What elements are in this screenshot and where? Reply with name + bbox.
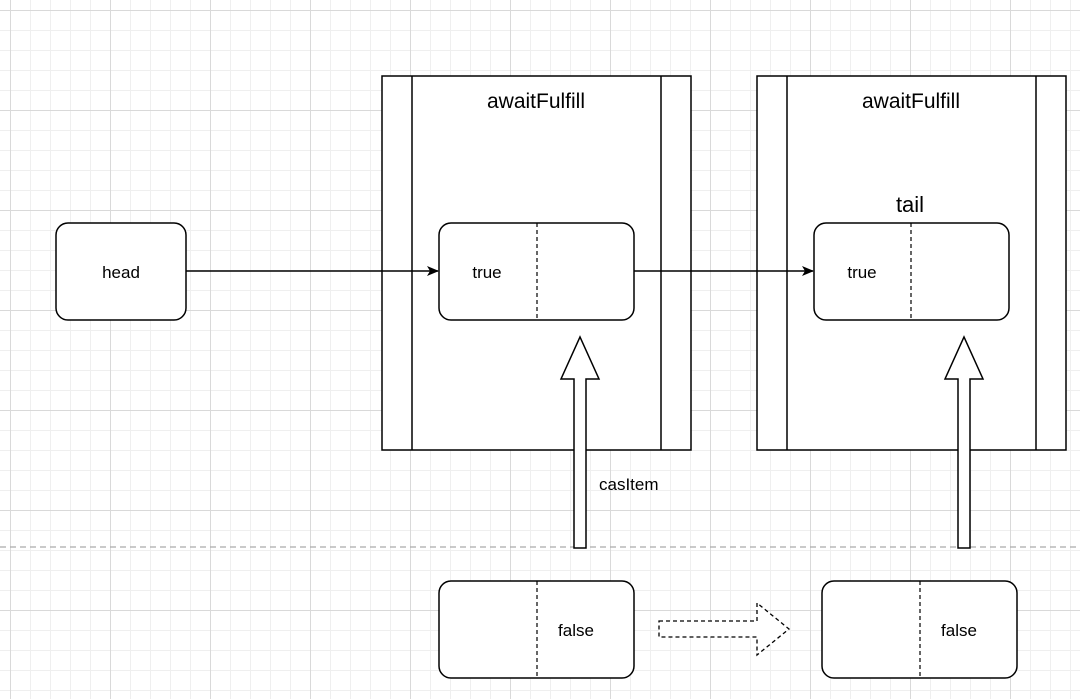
node-2[interactable]: [813, 222, 1010, 321]
false-node-right[interactable]: [821, 580, 1018, 679]
head-node-label: head: [102, 263, 140, 282]
node-1[interactable]: [438, 222, 635, 321]
process-title-right: awaitFulfill: [862, 90, 960, 113]
false-node-left[interactable]: [438, 580, 635, 679]
process-title-left: awaitFulfill: [487, 90, 585, 113]
node-1-value: true: [472, 263, 501, 282]
tail-label: tail: [896, 192, 924, 217]
false-node-right-value: false: [941, 621, 977, 640]
cas-item-label: casItem: [599, 475, 659, 494]
hollow-up-arrow-left: [559, 335, 601, 549]
dashed-right-arrow: [658, 601, 791, 657]
false-node-left-value: false: [558, 621, 594, 640]
hollow-up-arrow-right: [943, 335, 985, 549]
node-2-value: true: [847, 263, 876, 282]
